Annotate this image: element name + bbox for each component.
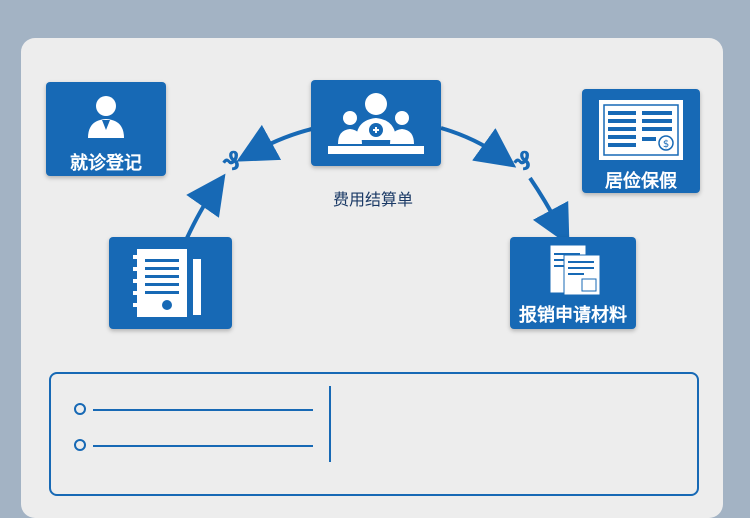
- flow-arrows: [185, 124, 570, 246]
- connector-glyph-right: ₰: [513, 147, 532, 177]
- arrow-left-upward: [185, 173, 226, 239]
- medical-team-icon: [328, 93, 424, 154]
- document-dollar-icon: $: [599, 100, 683, 160]
- materials-node: 报销申请材料: [510, 237, 636, 329]
- materials-label: 报销申请材料: [519, 305, 627, 326]
- bottom-box: [49, 372, 699, 496]
- arrow-invoice-to-right: [440, 126, 517, 168]
- forms-icon: [549, 244, 601, 296]
- records-node: [109, 237, 232, 329]
- arrow-to-registration: [236, 124, 317, 162]
- doctor-icon: [88, 96, 124, 138]
- records-icon: [133, 249, 201, 317]
- invoice-caption: 费用结算单: [333, 190, 414, 209]
- registration-label: 就诊登记: [70, 153, 142, 174]
- arrow-right-downward: [528, 176, 570, 246]
- registration-node: 就诊登记: [46, 82, 166, 176]
- connector-glyph-left: ₰: [222, 147, 241, 177]
- svg-text:$: $: [663, 139, 669, 150]
- bottom-box-lines: [74, 386, 331, 462]
- invoice-node: [311, 80, 441, 166]
- insurance-node: $ 居俭保假: [582, 89, 700, 193]
- insurance-label: 居俭保假: [605, 171, 677, 192]
